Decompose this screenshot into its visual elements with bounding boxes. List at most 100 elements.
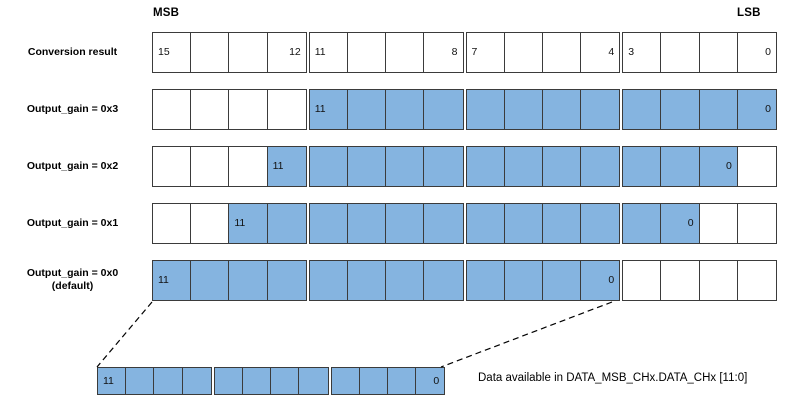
bit-index-label: 3 [628, 46, 635, 59]
bit-cell [229, 147, 268, 186]
bit-cell: 7 [466, 33, 505, 72]
bit-cell [191, 147, 230, 186]
bit-cell [581, 147, 620, 186]
bit-cell [191, 33, 230, 72]
bit-cell: 0 [737, 90, 776, 129]
bit-nibble-group: 0 [622, 89, 777, 130]
bit-cell [424, 204, 463, 243]
bit-nibble-group [622, 260, 777, 301]
bit-nibble-group: 0 [622, 203, 777, 244]
bit-index-label: 12 [289, 46, 301, 59]
row-label-output-gain-0x1: Output_gain = 0x1 [0, 217, 145, 230]
bit-cell [359, 368, 388, 394]
bit-cell [347, 90, 387, 129]
bit-cell [386, 204, 425, 243]
bit-nibble-group: 0 [330, 367, 446, 395]
bit-cell [466, 204, 505, 243]
bit-index-label: 11 [158, 274, 169, 287]
bit-cell [309, 204, 348, 243]
bit-cell [214, 368, 243, 394]
bit-cell [623, 261, 662, 300]
leader-line-left [96, 301, 153, 368]
row-label-text: Output_gain = 0x1 [26, 217, 119, 229]
bit-index-label: 0 [687, 217, 694, 230]
bit-cell [424, 261, 463, 300]
bit-nibble-group: 11 [152, 260, 307, 301]
bit-cell [542, 33, 582, 72]
bit-cell [331, 368, 360, 394]
bit-index-label: 11 [314, 103, 326, 116]
bit-cell [242, 368, 272, 394]
bit-cell: 11 [309, 90, 348, 129]
bit-nibble-group [465, 203, 621, 244]
bit-cell: 12 [267, 33, 306, 72]
bit-cell [699, 90, 738, 129]
bit-cell [466, 261, 505, 300]
bit-cell [504, 90, 543, 129]
bit-nibble-group [308, 203, 464, 244]
bit-cell [504, 204, 543, 243]
bit-cell [299, 368, 328, 394]
bit-cell: 0 [581, 261, 620, 300]
bit-row-output-gain-0x1: 11 0 [152, 203, 777, 244]
row-label-text: Output_gain = 0x2 [26, 160, 119, 172]
bit-cell [466, 147, 505, 186]
bit-cell [191, 261, 230, 300]
bit-row-expanded-12bit: 11 0 [97, 367, 446, 395]
bit-cell [542, 90, 582, 129]
bit-cell [386, 33, 425, 72]
bit-cell [661, 147, 700, 186]
bit-cell [309, 261, 348, 300]
bit-cell [267, 204, 306, 243]
bit-cell [737, 261, 776, 300]
bit-index-label: 0 [608, 274, 615, 287]
bit-cell [229, 33, 268, 72]
bit-cell: 3 [623, 33, 662, 72]
bit-cell: 11 [153, 261, 192, 300]
bit-cell [267, 90, 306, 129]
row-label-text: Conversion result [27, 46, 118, 58]
bit-cell: 0 [416, 368, 445, 394]
leader-line-right [440, 301, 613, 368]
bit-cell [309, 147, 348, 186]
bit-cell [347, 204, 387, 243]
bit-cell [387, 368, 417, 394]
bit-index-label: 4 [608, 46, 615, 59]
bit-cell [737, 204, 776, 243]
bit-nibble-group [308, 260, 464, 301]
bit-cell [424, 147, 463, 186]
bit-nibble-group [465, 146, 621, 187]
bit-cell [623, 204, 662, 243]
bit-index-label: 11 [272, 160, 284, 173]
row-label-conversion-result: Conversion result [0, 46, 145, 59]
bit-cell [153, 90, 192, 129]
bit-nibble-group: 0 [622, 146, 777, 187]
bit-cell [581, 204, 620, 243]
bit-cell: 15 [153, 33, 192, 72]
bit-cell: 11 [229, 204, 268, 243]
bit-cell [623, 147, 662, 186]
bit-row-output-gain-0x2: 11 0 [152, 146, 777, 187]
bit-cell [153, 147, 192, 186]
bit-cell [466, 90, 505, 129]
bit-cell [191, 204, 230, 243]
bit-cell [542, 261, 582, 300]
bit-cell [229, 90, 268, 129]
bit-cell [424, 90, 463, 129]
row-label-output-gain-0x2: Output_gain = 0x2 [0, 160, 145, 173]
bit-index-label: 0 [765, 46, 771, 59]
bit-cell [153, 204, 192, 243]
row-label-output-gain-0x3: Output_gain = 0x3 [0, 103, 145, 116]
bit-cell [191, 90, 230, 129]
bit-cell [271, 368, 300, 394]
bit-cell [154, 368, 183, 394]
bit-nibble-group: 11 [97, 367, 212, 395]
bit-cell [661, 261, 700, 300]
bit-nibble-group: 11 [152, 203, 307, 244]
bit-cell: 11 [309, 33, 348, 72]
expanded-row-caption: Data available in DATA_MSB_CHx.DATA_CHx … [478, 372, 748, 384]
bit-cell [661, 33, 700, 72]
